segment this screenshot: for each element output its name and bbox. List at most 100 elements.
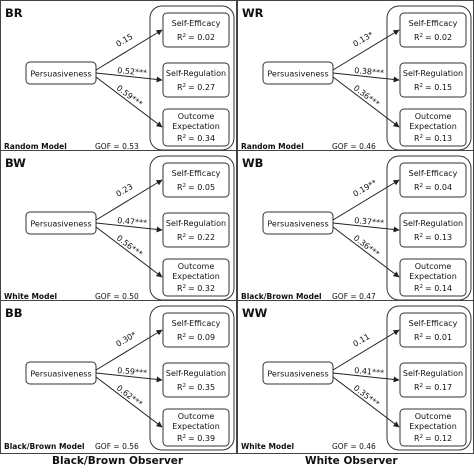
path-arrow-self-efficacy — [332, 329, 400, 371]
outcome-expectation-r2: R2= 0.12 — [414, 434, 452, 443]
outcome-expectation-box — [162, 258, 230, 297]
outcome-expectation-r2: R2= 0.39 — [177, 434, 215, 443]
path-coef-self-regulation: 0.37*** — [354, 216, 384, 228]
self-efficacy-r2: R2= 0.09 — [177, 333, 215, 342]
outcome-expectation-label-2: Expectation — [172, 422, 220, 431]
self-regulation-r2: R2= 0.22 — [177, 233, 215, 242]
outcome-expectation-label-2: Expectation — [409, 122, 457, 131]
self-regulation-r2: R2= 0.27 — [177, 83, 215, 92]
gof-value: GOF = 0.50 — [95, 292, 139, 301]
outcome-expectation-label-2: Expectation — [409, 422, 457, 431]
path-arrow-outcome-expectation — [95, 376, 163, 428]
path-arrow-self-regulation — [95, 222, 163, 233]
self-regulation-r2: R2= 0.17 — [414, 383, 452, 392]
path-arrow-outcome-expectation — [332, 76, 400, 128]
self-regulation-label: Self-Regulation — [403, 369, 463, 378]
self-efficacy-r2: R2= 0.04 — [414, 183, 452, 192]
path-coef-self-regulation: 0.47*** — [117, 216, 147, 228]
outcome-expectation-label-1: Outcome — [178, 412, 215, 421]
self-efficacy-label: Self-Efficacy — [172, 169, 221, 178]
outcome-expectation-box — [162, 108, 230, 147]
persuasiveness-label: Persuasiveness — [30, 220, 91, 229]
panel-code: WB — [242, 156, 263, 170]
outcome-expectation-r2: R2= 0.13 — [414, 134, 452, 143]
path-arrow-self-efficacy — [95, 179, 163, 221]
self-efficacy-box — [162, 162, 230, 198]
outcome-expectation-box — [399, 408, 467, 447]
self-efficacy-label: Self-Efficacy — [172, 19, 221, 28]
observer-label-right: White Observer — [305, 455, 398, 467]
path-arrow-outcome-expectation — [332, 376, 400, 428]
gof-value: GOF = 0.46 — [332, 142, 376, 151]
outcome-expectation-box — [162, 408, 230, 447]
outcome-expectation-label-1: Outcome — [415, 412, 452, 421]
model-panel-bb: BB Persuasiveness Self-Efficacy R2= 0.09… — [0, 300, 237, 454]
outcomes-group-box — [149, 305, 235, 451]
self-efficacy-box — [399, 12, 467, 48]
model-name: White Model — [4, 292, 57, 301]
gof-value: GOF = 0.46 — [332, 442, 376, 451]
self-efficacy-box — [162, 12, 230, 48]
self-regulation-box — [399, 62, 467, 98]
self-regulation-label: Self-Regulation — [166, 69, 226, 78]
panel-code: WR — [242, 6, 264, 20]
self-regulation-r2: R2= 0.13 — [414, 233, 452, 242]
model-name: White Model — [241, 442, 294, 451]
path-arrow-self-efficacy — [95, 29, 163, 71]
path-arrow-self-regulation — [332, 72, 400, 83]
observer-label-left: Black/Brown Observer — [52, 455, 184, 467]
self-regulation-label: Self-Regulation — [403, 219, 463, 228]
self-regulation-box — [162, 212, 230, 248]
persuasiveness-label: Persuasiveness — [267, 220, 328, 229]
outcome-expectation-label-1: Outcome — [415, 262, 452, 271]
model-panel-wr: WR Persuasiveness Self-Efficacy R2= 0.02… — [237, 0, 474, 154]
self-efficacy-box — [162, 312, 230, 348]
self-regulation-label: Self-Regulation — [403, 69, 463, 78]
gof-value: GOF = 0.53 — [95, 142, 139, 151]
gof-value: GOF = 0.47 — [332, 292, 376, 301]
path-arrow-outcome-expectation — [332, 226, 400, 278]
outcome-expectation-label-1: Outcome — [178, 112, 215, 121]
model-name: Black/Brown Model — [4, 442, 85, 451]
self-regulation-box — [399, 212, 467, 248]
self-regulation-box — [399, 362, 467, 398]
self-efficacy-r2: R2= 0.02 — [414, 33, 452, 42]
path-arrow-self-efficacy — [95, 329, 163, 371]
self-efficacy-label: Self-Efficacy — [409, 319, 458, 328]
path-coef-self-regulation: 0.41*** — [354, 366, 384, 378]
self-regulation-r2: R2= 0.35 — [177, 383, 215, 392]
self-efficacy-r2: R2= 0.01 — [414, 333, 452, 342]
model-panel-bw: BW Persuasiveness Self-Efficacy R2= 0.05… — [0, 150, 237, 304]
persuasiveness-label: Persuasiveness — [30, 70, 91, 79]
path-coef-self-regulation: 0.38*** — [354, 66, 384, 78]
path-arrow-outcome-expectation — [95, 76, 163, 128]
model-name: Black/Brown Model — [241, 292, 322, 301]
path-diagram: WW Persuasiveness Self-Efficacy R2= 0.01… — [237, 300, 474, 454]
panel-code: BW — [5, 156, 26, 170]
outcome-expectation-label-2: Expectation — [409, 272, 457, 281]
self-efficacy-label: Self-Efficacy — [409, 19, 458, 28]
panel-code: BR — [5, 6, 23, 20]
model-name: Random Model — [4, 142, 67, 151]
gof-value: GOF = 0.56 — [95, 442, 139, 451]
outcome-expectation-label-2: Expectation — [172, 272, 220, 281]
outcome-expectation-label-1: Outcome — [415, 112, 452, 121]
path-arrow-self-regulation — [95, 372, 163, 383]
self-regulation-box — [162, 62, 230, 98]
self-efficacy-r2: R2= 0.02 — [177, 33, 215, 42]
model-name: Random Model — [241, 142, 304, 151]
outcome-expectation-r2: R2= 0.34 — [177, 134, 215, 143]
self-efficacy-label: Self-Efficacy — [409, 169, 458, 178]
self-efficacy-box — [399, 312, 467, 348]
self-efficacy-box — [399, 162, 467, 198]
path-arrow-outcome-expectation — [95, 226, 163, 278]
path-diagram: WB Persuasiveness Self-Efficacy R2= 0.04… — [237, 150, 474, 304]
persuasiveness-label: Persuasiveness — [267, 370, 328, 379]
outcome-expectation-label-2: Expectation — [172, 122, 220, 131]
persuasiveness-label: Persuasiveness — [267, 70, 328, 79]
panel-code: WW — [242, 306, 268, 320]
model-panel-wb: WB Persuasiveness Self-Efficacy R2= 0.04… — [237, 150, 474, 304]
outcome-expectation-r2: R2= 0.32 — [177, 284, 215, 293]
path-arrow-self-efficacy — [332, 179, 400, 221]
outcome-expectation-box — [399, 258, 467, 297]
